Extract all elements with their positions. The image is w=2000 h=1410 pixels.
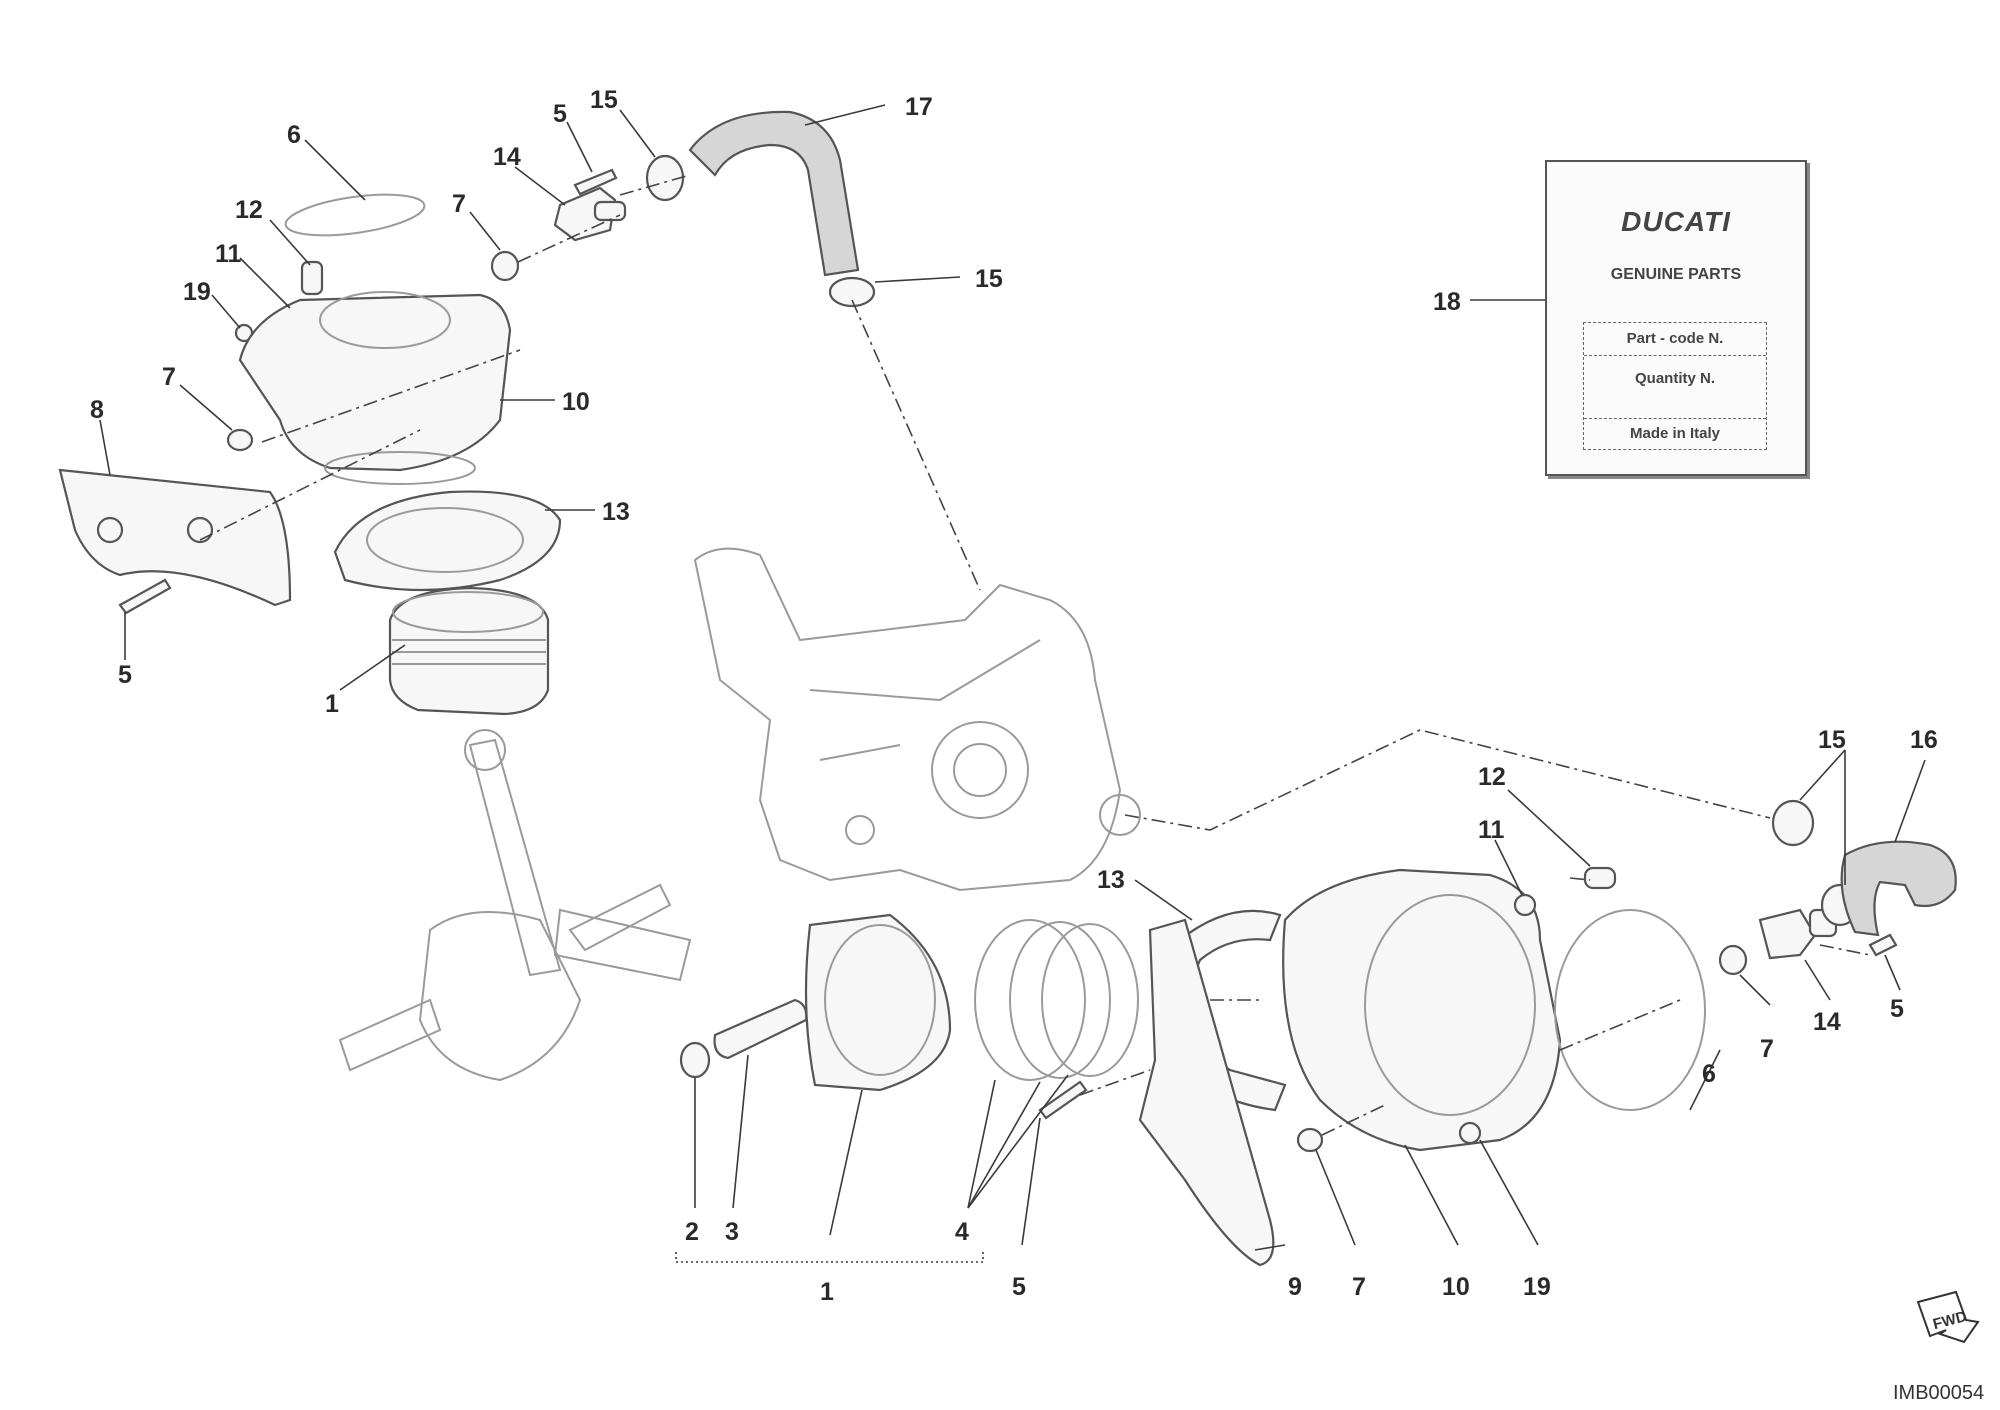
callout-7-lower-b: 7 — [1760, 1035, 1774, 1063]
callout-1-lower: 1 — [820, 1278, 834, 1306]
callout-9: 9 — [1288, 1273, 1302, 1301]
callout-7-upper-a: 7 — [162, 363, 176, 391]
piston-rings-4 — [974, 919, 1086, 1081]
circlip-2 — [679, 1041, 711, 1079]
flange-14-lower — [1758, 908, 1817, 960]
clamp-15-lower-a — [1771, 799, 1815, 847]
tag-row-origin: Made in Italy — [1629, 425, 1721, 442]
piston-pin-3 — [713, 998, 808, 1060]
callout-5-upper-lower: 5 — [118, 661, 132, 689]
hose-17 — [688, 110, 860, 277]
ring-7-upper-a — [226, 428, 254, 452]
callout-19-upper: 19 — [183, 278, 211, 306]
callout-2: 2 — [685, 1218, 699, 1246]
screw-5-upper-lower — [118, 578, 172, 615]
callout-19-lower: 19 — [1523, 1273, 1551, 1301]
callout-17: 17 — [905, 93, 933, 121]
screw-5-upper-top — [573, 168, 618, 196]
callout-15-hose: 15 — [975, 265, 1003, 293]
callout-12-lower: 12 — [1478, 763, 1506, 791]
lower-cylinder-group — [679, 729, 1957, 1267]
gasket-hole-upper — [366, 507, 524, 573]
o-ring-6-upper — [284, 193, 426, 237]
callout-labels: 6 12 11 19 7 8 10 13 1 5 7 14 5 15 17 15… — [90, 86, 1938, 1306]
callout-12-upper: 12 — [235, 196, 263, 224]
callout-3: 3 — [725, 1218, 739, 1246]
tag-row-part-code: Part - code N. — [1584, 323, 1766, 356]
callout-7-upper-b: 7 — [452, 190, 466, 218]
screw-5-lower-mid — [1038, 1080, 1088, 1120]
image-code: IMB00054 — [1893, 1382, 1985, 1404]
screw-5-lower-right — [1868, 933, 1898, 957]
piston-1-lower — [804, 913, 952, 1092]
callout-11-upper: 11 — [215, 240, 242, 268]
callout-6-lower: 6 — [1702, 1060, 1716, 1088]
callout-13-lower: 13 — [1097, 866, 1125, 894]
cylinder-10-lower — [1282, 868, 1562, 1152]
clamp-15-upper — [645, 154, 685, 202]
callout-11-lower: 11 — [1478, 816, 1505, 844]
cylinder-bore-lower — [1364, 894, 1536, 1116]
callout-6-upper: 6 — [287, 121, 301, 149]
ring-7-lower-a — [1296, 1127, 1324, 1153]
crankcase-outline — [338, 547, 1141, 1082]
ring-11-lower — [1513, 893, 1537, 917]
tag-row-quantity: Quantity N. — [1584, 356, 1766, 419]
genuine-parts-label: GENUINE PARTS — [1610, 266, 1742, 283]
callout-4: 4 — [955, 1218, 969, 1246]
tag-table: Part - code N. Quantity N. Made in Italy — [1583, 322, 1767, 450]
cover-9-lower — [1138, 918, 1275, 1267]
o-ring-6-lower — [1554, 909, 1706, 1111]
callout-8: 8 — [90, 396, 104, 424]
callout-5-lower-mid: 5 — [1012, 1273, 1026, 1301]
callout-5-upper-top: 5 — [553, 100, 567, 128]
dowel-12-lower — [1583, 866, 1617, 890]
callout-14-upper: 14 — [493, 143, 521, 171]
callout-10-upper: 10 — [562, 388, 590, 416]
callout-10-lower: 10 — [1442, 1273, 1470, 1301]
leader-lines — [99, 104, 1926, 1263]
genuine-parts-tag: DUCATI GENUINE PARTS Part - code N. Quan… — [1545, 160, 1807, 476]
piston-crown-upper — [392, 591, 544, 633]
callout-14-lower: 14 — [1813, 1008, 1841, 1036]
callout-5-lower-right: 5 — [1890, 995, 1904, 1023]
brand-logo: DUCATI — [1621, 206, 1731, 237]
ring-19-lower — [1458, 1121, 1482, 1145]
dowel-12-upper — [300, 260, 324, 296]
cylinder-base-upper — [324, 451, 476, 485]
ring-7-upper-b — [490, 250, 520, 282]
upper-cylinder-group — [58, 110, 981, 716]
cover-8-upper — [58, 468, 292, 607]
callout-15-upper: 15 — [590, 86, 618, 114]
callout-16: 16 — [1910, 726, 1938, 754]
hose-16 — [1840, 840, 1957, 937]
callout-18: 18 — [1433, 288, 1461, 316]
ring-7-lower-b — [1718, 944, 1748, 976]
cylinder-bore-upper — [319, 291, 451, 349]
callout-15-lower: 15 — [1818, 726, 1846, 754]
clamp-15-lower-hose — [828, 276, 876, 308]
callout-1-upper: 1 — [325, 690, 339, 718]
callout-13-upper: 13 — [602, 498, 630, 526]
callout-7-lower-a: 7 — [1352, 1273, 1366, 1301]
cylinder-10-upper — [238, 293, 512, 472]
forward-arrow-icon: FWD — [1916, 1290, 1980, 1344]
base-gasket-13-upper — [333, 490, 562, 592]
